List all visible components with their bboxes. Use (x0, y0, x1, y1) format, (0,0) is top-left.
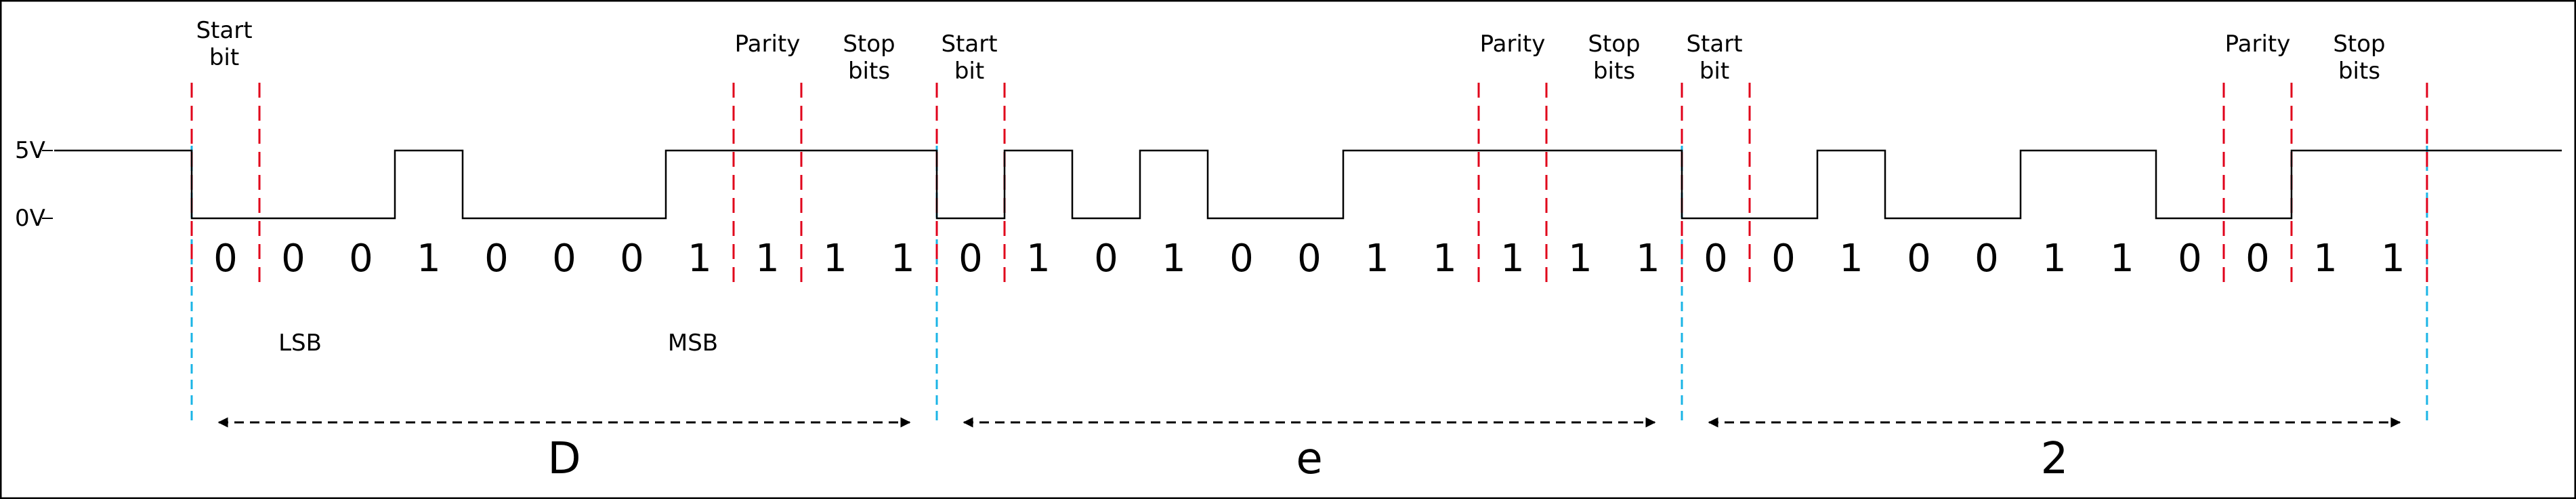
bit-value: 1 (417, 237, 441, 281)
bit-value: 0 (213, 237, 238, 281)
bit-value: 0 (2178, 237, 2202, 281)
stop-bits-label: Stop (843, 31, 895, 58)
start-bit-label: bit (954, 58, 984, 85)
stop-bits-label: Stop (1588, 31, 1640, 58)
bit-value: 0 (2245, 237, 2270, 281)
start-bit-label: bit (1699, 58, 1729, 85)
bit-value: 1 (2381, 237, 2405, 281)
parity-label: Parity (2225, 31, 2291, 58)
bit-value: 1 (1433, 237, 1457, 281)
bit-value: 0 (620, 237, 644, 281)
bit-value: 1 (1636, 237, 1660, 281)
bit-value: 1 (1162, 237, 1186, 281)
stop-bits-label: bits (2338, 58, 2380, 85)
bit-value: 1 (2110, 237, 2134, 281)
frame-character-label: 2 (2041, 434, 2069, 484)
stop-bits-label: bits (1593, 58, 1635, 85)
frame-character-label: e (1296, 434, 1322, 484)
voltage-label-high: 5V (15, 137, 45, 164)
voltage-label-low: 0V (15, 205, 45, 232)
start-bit-label: Start (196, 17, 252, 44)
stop-bits-label: bits (848, 58, 890, 85)
bit-value: 0 (958, 237, 983, 281)
start-bit-label: bit (209, 44, 239, 71)
bit-value: 0 (1297, 237, 1322, 281)
bit-value: 0 (1704, 237, 1728, 281)
signal-waveform (54, 149, 2562, 220)
bit-value: 0 (484, 237, 509, 281)
bit-value: 0 (1907, 237, 1931, 281)
bit-value: 1 (823, 237, 847, 281)
bit-value: 1 (688, 237, 712, 281)
start-bit-label: Start (1686, 31, 1742, 58)
bit-value: 1 (1568, 237, 1592, 281)
frame-character-label: D (547, 434, 580, 484)
bit-value: 1 (755, 237, 780, 281)
bit-value: 0 (1229, 237, 1254, 281)
stop-bits-label: Stop (2333, 31, 2385, 58)
bit-value: 1 (1026, 237, 1051, 281)
bit-value: 1 (1839, 237, 1863, 281)
msb-label: MSB (668, 330, 718, 357)
start-bit-label: Start (941, 31, 997, 58)
bit-value: 1 (1500, 237, 1525, 281)
bit-value: 1 (1365, 237, 1389, 281)
bit-value: 1 (2042, 237, 2067, 281)
bit-value: 1 (2313, 237, 2338, 281)
bit-value: 0 (1975, 237, 1999, 281)
parity-label: Parity (1480, 31, 1546, 58)
bit-value: 0 (552, 237, 576, 281)
bit-value: 1 (891, 237, 915, 281)
bit-value: 0 (1094, 237, 1118, 281)
lsb-label: LSB (278, 330, 322, 357)
bit-value: 0 (281, 237, 305, 281)
bit-value: 0 (1771, 237, 1796, 281)
bit-value: 0 (349, 237, 373, 281)
parity-label: Parity (735, 31, 801, 58)
